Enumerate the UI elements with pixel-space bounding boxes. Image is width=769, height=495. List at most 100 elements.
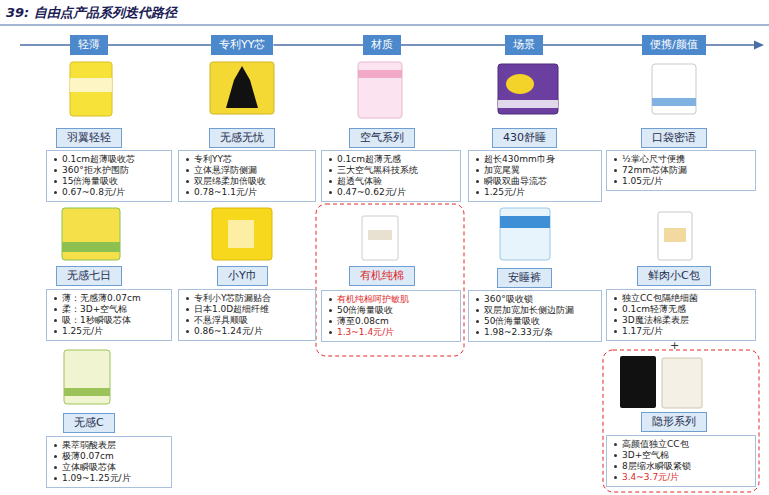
feature-bullet: 3D魔法棉柔表层 xyxy=(613,315,752,326)
feature-bullet: 薄：无感薄0.07cm xyxy=(53,293,168,304)
feature-box: 独立CC包隔绝细菌0.1cm轻薄无感3D魔法棉柔表层1.17元/片 xyxy=(606,289,756,341)
box-label: 轻薄 xyxy=(78,38,100,52)
feature-bullet: 1.25元/片 xyxy=(53,326,168,337)
box-label: 材质 xyxy=(371,38,393,52)
box-label: 口袋密语 xyxy=(652,131,696,145)
feature-bullet: 柔：3D+空气棉 xyxy=(53,304,168,315)
box-label: 无感C xyxy=(74,416,104,430)
feature-bullet: 不悬浮具顺吸 xyxy=(185,315,312,326)
category-box: 场景 xyxy=(505,35,543,55)
product-name-box: 小Y巾 xyxy=(217,266,268,286)
timeline-connector xyxy=(273,45,363,46)
feature-bullet: 50倍海量吸收 xyxy=(328,305,457,316)
feature-bullet: 立体瞬吸芯体 xyxy=(53,462,168,473)
feature-bullet: 有机纯棉呵护敏肌 xyxy=(328,294,457,305)
feature-bullet: ½掌心尺寸便携 xyxy=(613,154,752,165)
product-name-box: 鲜肉小C包 xyxy=(637,266,711,286)
product-name-box: 无感无忧 xyxy=(209,128,275,148)
feature-bullet: 双层加宽加长侧边防漏 xyxy=(475,305,598,316)
feature-bullet: 三大空气黑科技系统 xyxy=(328,165,457,176)
feature-bullet: 1.98~2.33元/条 xyxy=(475,327,598,338)
box-label: 空气系列 xyxy=(360,131,404,145)
box-label: 安睡裤 xyxy=(508,271,541,285)
feature-bullet: 超长430mm巾身 xyxy=(475,154,598,165)
product-name-box: 430舒睡 xyxy=(492,128,557,148)
timeline-connector xyxy=(108,45,211,46)
feature-bullet: 72mm芯体防漏 xyxy=(613,165,752,176)
feature-bullet: 3.4~3.7元/片 xyxy=(613,472,752,483)
category-box: 轻薄 xyxy=(70,35,108,55)
feature-bullet: 360°吸收锁 xyxy=(475,294,598,305)
connector-line xyxy=(273,44,363,45)
feature-bullet: 1.05元/片 xyxy=(613,176,752,187)
feature-box: 0.1cm超薄无感三大空气黑科技系统超透气体验0.47~0.62元/片 xyxy=(321,150,461,202)
feature-box: 有机纯棉呵护敏肌50倍海量吸收薄至0.08cm1.3~1.4元/片 xyxy=(321,290,461,342)
feature-bullet: 1.3~1.4元/片 xyxy=(328,327,457,338)
feature-box: 360°吸收锁双层加宽加长侧边防漏50倍海量吸收1.98~2.33元/条 xyxy=(468,290,602,342)
feature-box: 专利YY芯立体悬浮防侧漏双层绵柔加倍吸收0.78~1.1元/片 xyxy=(178,150,316,202)
product-name-box: 安睡裤 xyxy=(497,268,552,288)
feature-bullet: 瞬吸双曲导流芯 xyxy=(475,176,598,187)
feature-box: 0.1cm超薄吸收芯360°拒水护围防15倍海量吸收0.67~0.8元/片 xyxy=(46,150,172,202)
category-box: 专利YY芯 xyxy=(211,35,273,55)
timeline-connector xyxy=(401,45,505,46)
feature-bullet: 3D+空气棉 xyxy=(613,450,752,461)
feature-bullet: 0.1cm超薄无感 xyxy=(328,154,457,165)
product-name-box: 隐形系列 xyxy=(641,412,707,432)
box-label: 隐形系列 xyxy=(652,415,696,429)
box-label: 无感无忧 xyxy=(220,131,264,145)
feature-box: 超长430mm巾身加宽尾翼瞬吸双曲导流芯1.25元/片 xyxy=(468,150,602,202)
feature-box: ½掌心尺寸便携72mm芯体防漏1.05元/片 xyxy=(606,150,756,191)
plus-sign: + xyxy=(670,340,679,351)
feature-bullet: 果萃弱酸表层 xyxy=(53,440,168,451)
product-name-box: 口袋密语 xyxy=(641,128,707,148)
highlight-outline xyxy=(316,204,464,356)
box-label: 场景 xyxy=(513,38,535,52)
feature-bullet: 专利YY芯 xyxy=(185,154,312,165)
feature-bullet: 50倍海量吸收 xyxy=(475,316,598,327)
feature-bullet: 双层绵柔加倍吸收 xyxy=(185,176,312,187)
feature-box: 专利小Y芯防漏贴合日本1.0D超细纤维不悬浮具顺吸0.86~1.24元/片 xyxy=(178,289,316,341)
feature-bullet: 加宽尾翼 xyxy=(475,165,598,176)
product-name-box: 无感七日 xyxy=(56,266,122,286)
title-rule xyxy=(0,25,769,26)
feature-bullet: 薄至0.08cm xyxy=(328,316,457,327)
feature-bullet: 独立CC包隔绝细菌 xyxy=(613,293,752,304)
timeline-connector xyxy=(543,45,642,46)
feature-bullet: 1.09~1.25元/片 xyxy=(53,473,168,484)
feature-box: 薄：无感薄0.07cm柔：3D+空气棉吸：1秒瞬吸芯体1.25元/片 xyxy=(46,289,172,341)
feature-bullet: 吸：1秒瞬吸芯体 xyxy=(53,315,168,326)
feature-bullet: 专利小Y芯防漏贴合 xyxy=(185,293,312,304)
connector-line xyxy=(108,44,211,45)
figure-title: 39: 自由点产品系列迭代路径 xyxy=(6,4,177,22)
product-name-box: 羽翼轻轻 xyxy=(56,128,122,148)
box-label: 专利YY芯 xyxy=(219,38,265,52)
timeline-arrowhead xyxy=(754,41,764,50)
box-label: 430舒睡 xyxy=(503,131,546,145)
product-pictures xyxy=(62,62,702,408)
feature-box: 高颜值独立CC包3D+空气棉8层缩水瞬吸紧锁3.4~3.7元/片 xyxy=(606,435,756,487)
box-label: 小Y巾 xyxy=(228,269,257,283)
connector-line xyxy=(401,44,505,45)
feature-bullet: 0.1cm超薄吸收芯 xyxy=(53,154,168,165)
box-label: 鲜肉小C包 xyxy=(648,269,700,283)
feature-bullet: 360°拒水护围防 xyxy=(53,165,168,176)
box-label: 无感七日 xyxy=(67,269,111,283)
feature-bullet: 超透气体验 xyxy=(328,176,457,187)
feature-bullet: 1.17元/片 xyxy=(613,326,752,337)
feature-bullet: 立体悬浮防侧漏 xyxy=(185,165,312,176)
feature-bullet: 日本1.0D超细纤维 xyxy=(185,304,312,315)
connector-line xyxy=(543,44,642,45)
category-box: 便携/颜值 xyxy=(642,35,706,55)
feature-bullet: 8层缩水瞬吸紧锁 xyxy=(613,461,752,472)
product-name-box: 有机纯棉 xyxy=(349,266,415,286)
feature-bullet: 0.1cm轻薄无感 xyxy=(613,304,752,315)
feature-box: 果萃弱酸表层极薄0.07cm立体瞬吸芯体1.09~1.25元/片 xyxy=(46,436,172,488)
feature-bullet: 1.25元/片 xyxy=(475,187,598,198)
box-label: 羽翼轻轻 xyxy=(67,131,111,145)
product-name-box: 空气系列 xyxy=(349,128,415,148)
box-label: 便携/颜值 xyxy=(650,38,698,52)
product-name-box: 无感C xyxy=(63,413,115,433)
feature-bullet: 高颜值独立CC包 xyxy=(613,439,752,450)
